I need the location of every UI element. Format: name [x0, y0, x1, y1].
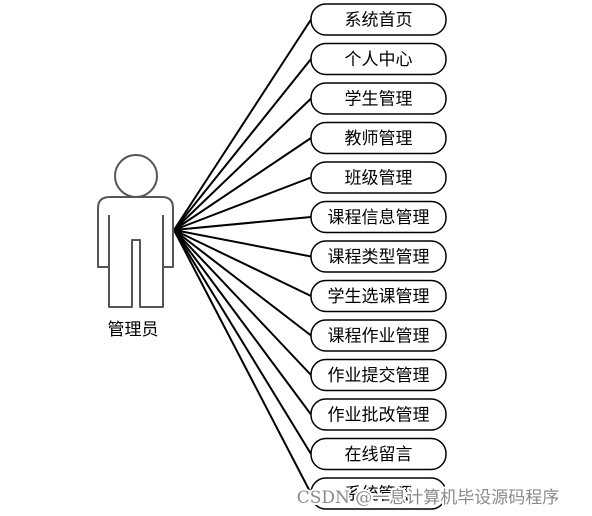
watermark: CSDN @一息计算机毕设源码程序	[297, 488, 560, 508]
use-case-label: 个人中心	[345, 50, 413, 70]
use-case-box	[310, 240, 447, 273]
use-case-label: 作业提交管理	[328, 366, 430, 386]
use-case: 课程类型管理	[310, 240, 447, 273]
use-case-box	[310, 279, 447, 313]
use-case-box	[310, 398, 447, 431]
use-case: 在线留言	[310, 437, 447, 471]
use-case: 班级管理	[310, 161, 447, 194]
use-case: 学生选课管理	[310, 279, 447, 313]
association-line	[173, 176, 312, 231]
association-line	[173, 229, 312, 258]
association-line	[173, 229, 312, 416]
use-case-box	[310, 161, 447, 194]
use-case-label: 作业批改管理	[328, 406, 430, 426]
use-case: 系统首页	[310, 3, 447, 36]
use-case-label: 课程信息管理	[328, 208, 430, 228]
use-case-label: 课程作业管理	[328, 327, 430, 347]
association-line	[173, 229, 312, 297]
use-case-box	[310, 121, 447, 155]
association-line	[173, 137, 312, 231]
association-line	[173, 58, 312, 231]
use-case-box	[310, 42, 447, 76]
use-case-box	[310, 319, 447, 352]
actor-label: 管理员	[108, 320, 159, 340]
use-case: 个人中心	[310, 42, 447, 76]
actor-figure	[97, 154, 174, 308]
use-case: 课程信息管理	[310, 200, 447, 234]
use-case: 作业提交管理	[310, 358, 447, 392]
association-line	[173, 229, 312, 455]
use-case: 学生管理	[310, 82, 447, 115]
actor-head	[114, 154, 158, 198]
use-case-box	[310, 477, 447, 510]
use-case-label: 在线留言	[345, 445, 413, 465]
use-case-list: 系统首页个人中心学生管理教师管理班级管理课程信息管理课程类型管理学生选课管理课程…	[310, 3, 447, 510]
use-case-label: 学生管理	[345, 90, 413, 110]
association-line	[173, 97, 312, 231]
use-case-box	[310, 200, 447, 234]
use-case-label: 系统首页	[345, 11, 413, 31]
actor-body	[97, 196, 174, 308]
use-case: 教师管理	[310, 121, 447, 155]
use-case-label: 教师管理	[345, 129, 413, 149]
association-line	[173, 229, 312, 376]
association-line	[173, 229, 312, 337]
use-case-box	[310, 3, 447, 36]
use-case-label: 系统管理	[345, 485, 413, 505]
use-case: 系统管理	[310, 477, 447, 510]
use-case: 作业批改管理	[310, 398, 447, 431]
use-case: 课程作业管理	[310, 319, 447, 352]
use-case-label: 学生选课管理	[328, 287, 430, 307]
use-case-label: 课程类型管理	[328, 248, 430, 268]
use-case-label: 班级管理	[345, 169, 413, 189]
use-case-box	[310, 437, 447, 471]
association-line	[173, 18, 312, 231]
association-lines	[173, 18, 312, 494]
association-line	[173, 216, 312, 231]
use-case-box	[310, 358, 447, 392]
use-case-box	[310, 82, 447, 115]
association-line	[173, 229, 312, 494]
watermark-text: CSDN @一息计算机毕设源码程序	[297, 488, 560, 508]
